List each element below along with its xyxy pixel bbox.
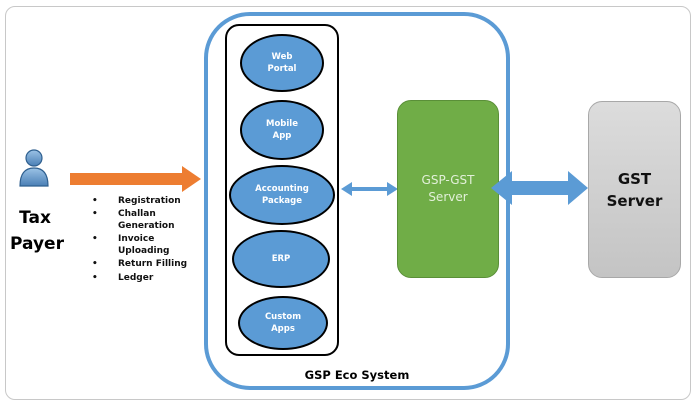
service-item: Invoice Uploading [92, 233, 212, 258]
app-erp-label: ERP [271, 254, 291, 264]
tax-payer-label-line2: Payer [10, 234, 64, 254]
gsp-gst-server: GSP-GST Server [397, 100, 499, 278]
app-web-portal-label: Web Portal [267, 52, 297, 74]
gst-server-line1: GST [617, 169, 652, 188]
service-registration: Registration [118, 196, 181, 206]
app-accounting-package-label: Accounting Package [255, 184, 309, 206]
service-invoice: Invoice Uploading [118, 233, 170, 257]
app-web-portal: Web Portal [240, 34, 324, 92]
gsp-gst-double-arrow-icon [491, 171, 588, 205]
gst-server-line2: Server [606, 191, 663, 210]
gsp-gst-server-line2: Server [428, 190, 468, 204]
service-ledger: Ledger [118, 273, 154, 283]
app-custom-apps-label: Custom Apps [264, 312, 302, 334]
tax-payer-label: Tax Payer [10, 205, 64, 257]
service-item: Ledger [92, 272, 212, 285]
user-icon [19, 149, 49, 187]
app-custom-apps: Custom Apps [238, 296, 328, 350]
service-item: Registration [92, 195, 212, 208]
gsp-ecosystem-label: GSP Eco System [304, 368, 410, 382]
app-accounting-package: Accounting Package [229, 165, 335, 225]
services-list: Registration Challan Generation Invoice … [92, 195, 212, 285]
app-erp: ERP [232, 230, 330, 288]
service-challan: Challan Generation [118, 208, 175, 232]
input-arrow-icon [70, 166, 201, 192]
apps-gsp-double-arrow-icon [341, 182, 398, 196]
service-return: Return Filling [118, 258, 188, 269]
gsp-gst-server-line1: GSP-GST [421, 173, 475, 187]
app-mobile-app: Mobile App [240, 100, 324, 160]
apps-column [225, 24, 339, 356]
tax-payer-label-line1: Tax [19, 208, 51, 228]
gst-server: GST Server [588, 101, 681, 278]
service-item: Return Filling [92, 258, 212, 271]
app-mobile-app-label: Mobile App [266, 119, 298, 141]
service-item: Challan Generation [92, 208, 212, 233]
